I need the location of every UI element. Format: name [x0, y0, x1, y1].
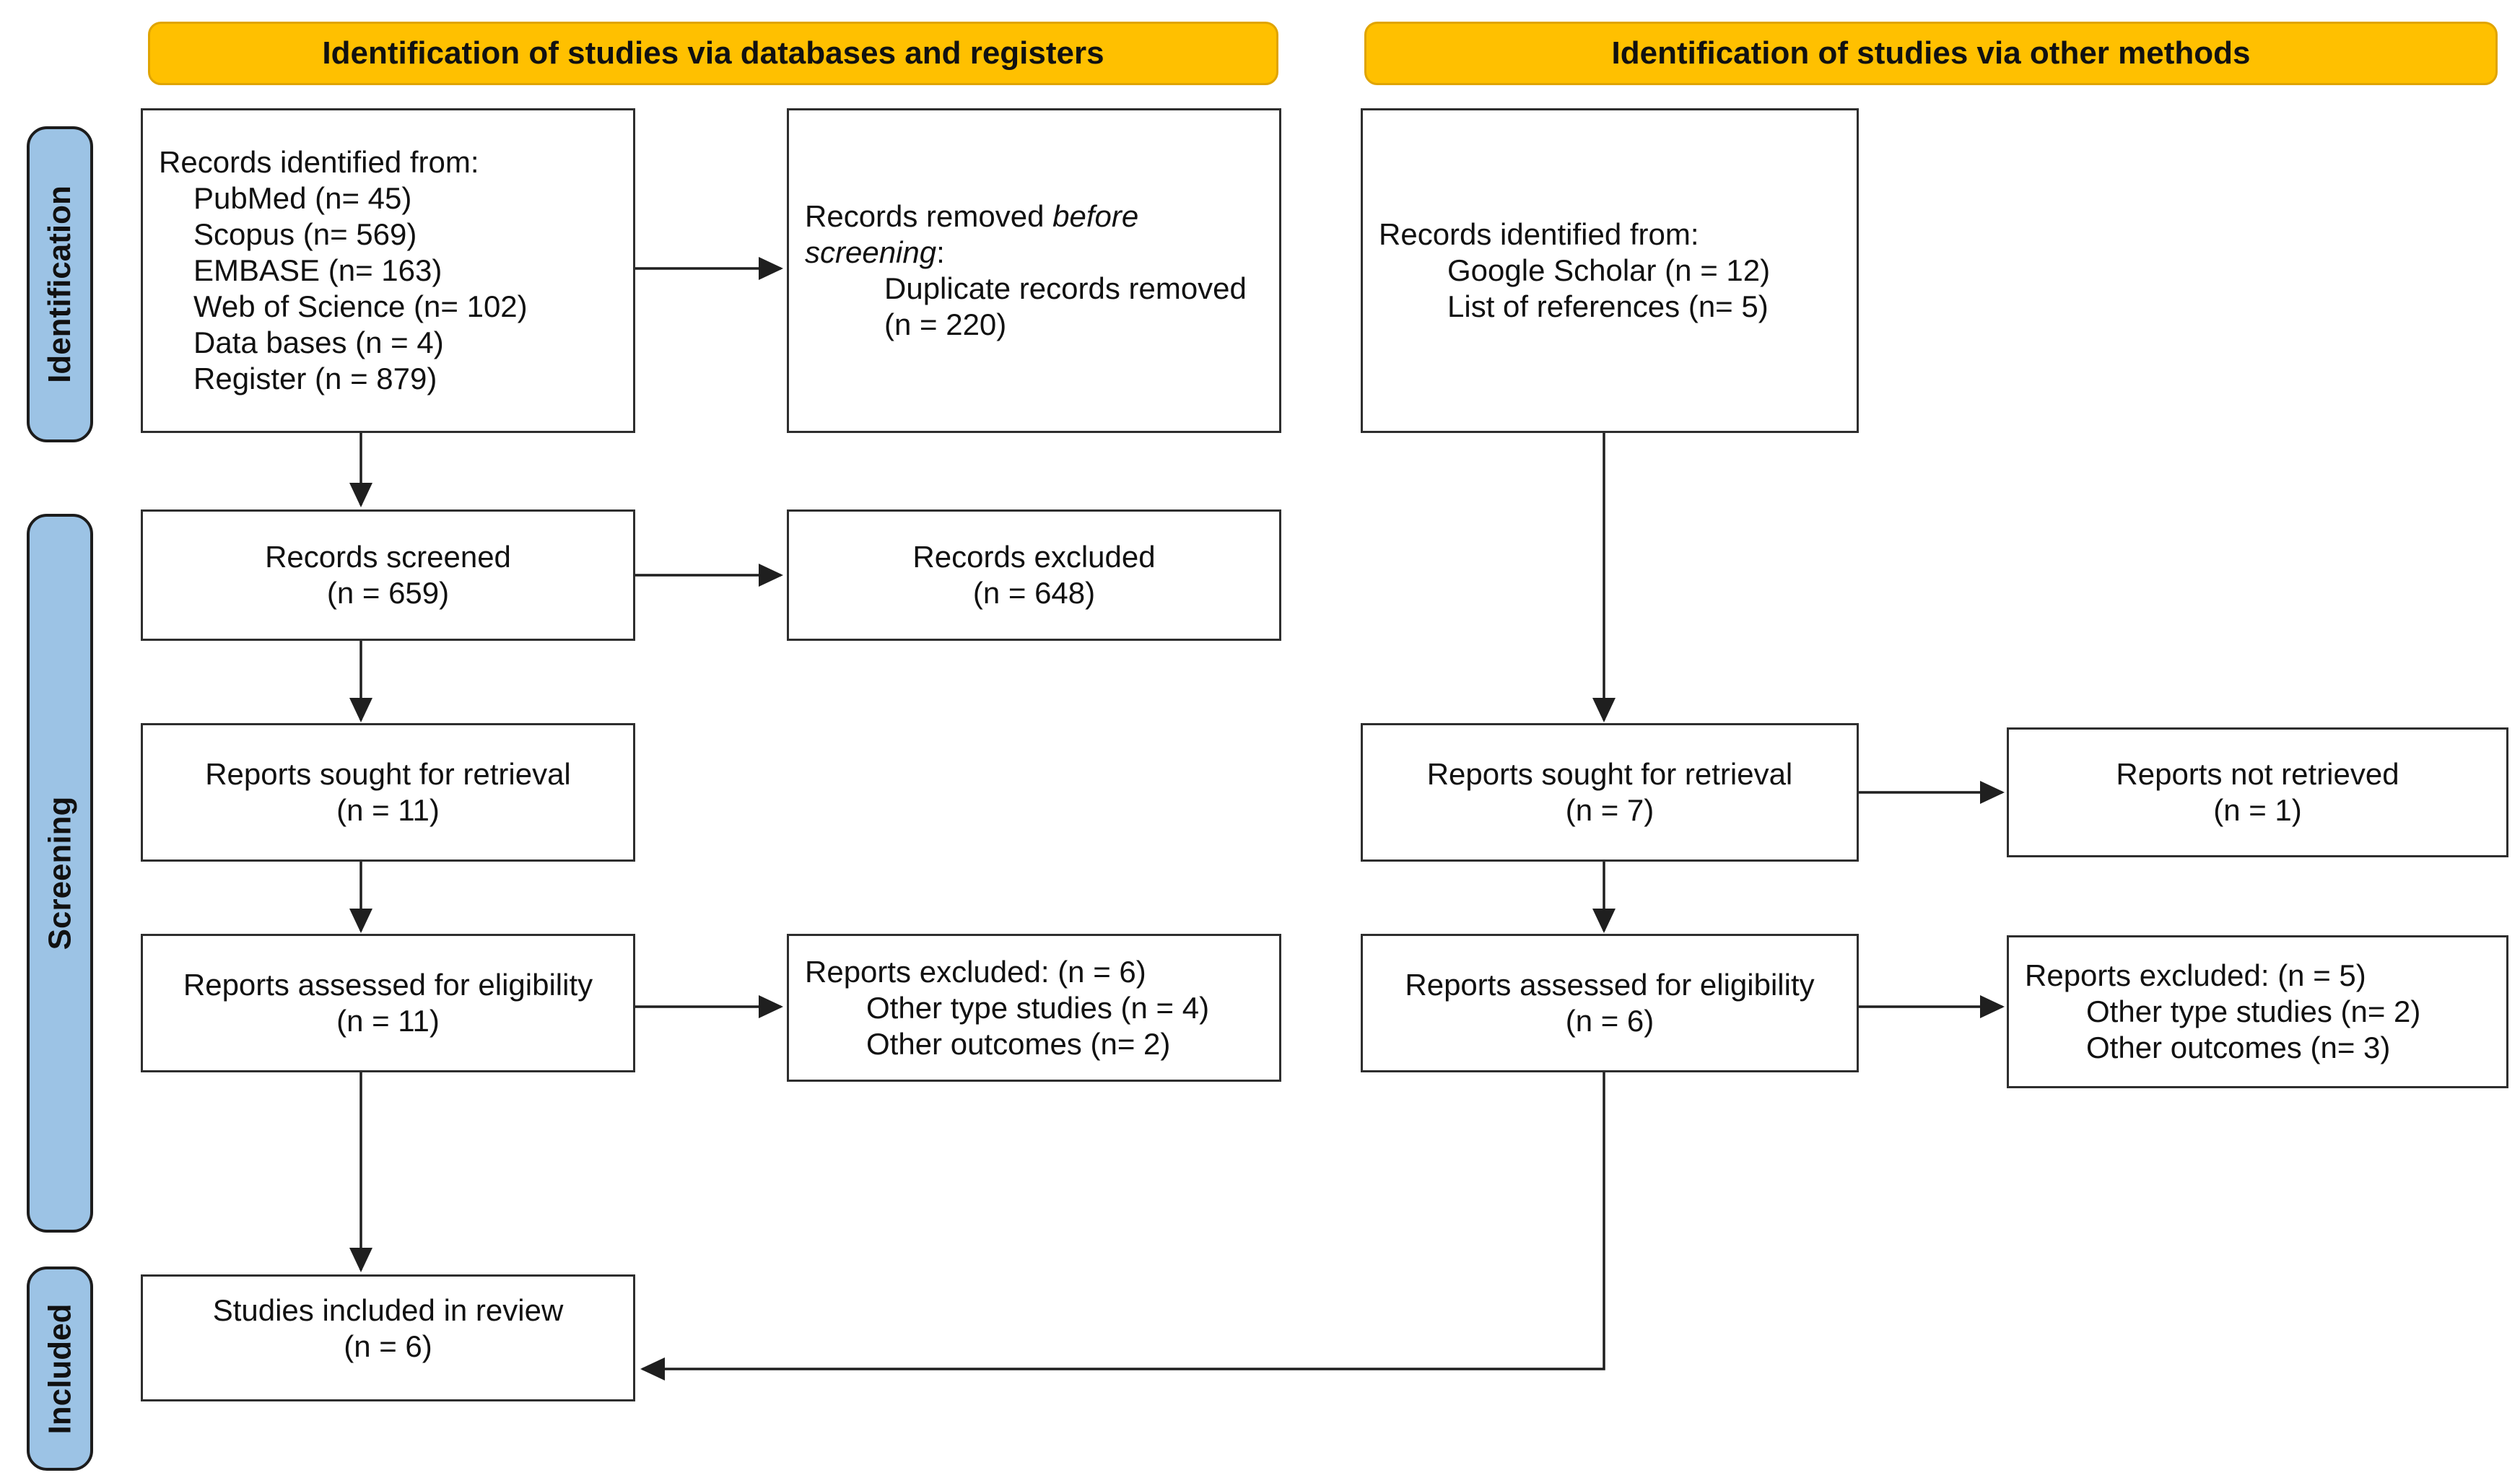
box-records-screened: Records screened (n = 659) [141, 509, 635, 641]
box-reports-sought-other: Reports sought for retrieval (n = 7) [1361, 723, 1859, 862]
source-item: Scopus (n= 569) [193, 217, 417, 251]
box-line: Records excluded [912, 540, 1156, 574]
exclusion-item: Other outcomes (n= 2) [866, 1026, 1171, 1061]
stage-pill-identification: Identification [27, 126, 93, 442]
exclusion-item: Other type studies (n= 2) [2086, 994, 2421, 1028]
removed-item: Duplicate records removed [884, 271, 1247, 305]
box-reports-assessed-databases: Reports assessed for eligibility (n = 11… [141, 934, 635, 1072]
box-line: Reports assessed for eligibility [1405, 968, 1815, 1002]
stage-pill-included: Included [27, 1267, 93, 1471]
source-item: EMBASE (n= 163) [193, 253, 442, 287]
title-regular: Records removed [805, 199, 1053, 233]
box-title: Records identified from: [159, 145, 479, 179]
banner-databases-registers-label: Identification of studies via databases … [322, 35, 1104, 71]
box-count: (n = 11) [336, 1004, 440, 1038]
box-count: (n = 659) [326, 576, 450, 610]
stage-label-identification: Identification [42, 185, 77, 383]
box-count: (n = 6) [344, 1329, 432, 1363]
box-studies-included: Studies included in review (n = 6) [141, 1274, 635, 1401]
box-records-removed: Records removed before screening: Duplic… [787, 108, 1281, 433]
exclusion-item: Other type studies (n = 4) [866, 990, 1210, 1025]
box-reports-excluded-other: Reports excluded: (n = 5) Other type stu… [2007, 935, 2508, 1088]
source-item: Web of Science (n= 102) [193, 289, 528, 323]
box-reports-assessed-other: Reports assessed for eligibility (n = 6) [1361, 934, 1859, 1072]
box-reports-excluded-databases: Reports excluded: (n = 6) Other type stu… [787, 934, 1281, 1082]
box-records-excluded: Records excluded (n = 648) [787, 509, 1281, 641]
stage-label-included: Included [42, 1303, 77, 1434]
box-records-identified-databases: Records identified from: PubMed (n= 45) … [141, 108, 635, 433]
box-line: Reports sought for retrieval [1426, 757, 1793, 791]
box-count: (n = 7) [1565, 793, 1654, 827]
box-line: Records screened [265, 540, 511, 574]
title-regular: : [936, 235, 945, 269]
title-italic: before [1052, 199, 1139, 233]
source-item: List of references (n= 5) [1447, 289, 1769, 323]
stage-label-screening: Screening [42, 796, 77, 950]
box-reports-sought-databases: Reports sought for retrieval (n = 11) [141, 723, 635, 862]
box-title: Records removed before [805, 198, 1272, 235]
exclusion-item: Other outcomes (n= 3) [2086, 1031, 2391, 1064]
box-records-identified-other: Records identified from: Google Scholar … [1361, 108, 1859, 433]
source-item: Google Scholar (n = 12) [1447, 253, 1771, 287]
box-count: (n = 648) [972, 576, 1096, 610]
box-count: (n = 6) [1565, 1004, 1654, 1038]
banner-databases-registers: Identification of studies via databases … [148, 22, 1278, 85]
title-italic: screening [805, 235, 937, 269]
removed-item: (n = 220) [884, 307, 1007, 341]
banner-other-methods-label: Identification of studies via other meth… [1611, 35, 2251, 71]
source-item: PubMed (n= 45) [193, 181, 412, 215]
stage-pill-screening: Screening [27, 514, 93, 1233]
box-title: Reports excluded: (n = 5) [2025, 958, 2366, 992]
box-line: Studies included in review [212, 1293, 564, 1327]
box-count: (n = 1) [2213, 793, 2302, 827]
box-line: Reports not retrieved [2116, 757, 2399, 791]
box-reports-not-retrieved: Reports not retrieved (n = 1) [2007, 727, 2508, 857]
box-title: screening: [805, 235, 1272, 271]
source-item: Data bases (n = 4) [193, 325, 444, 359]
box-title: Records identified from: [1379, 217, 1699, 251]
banner-other-methods: Identification of studies via other meth… [1364, 22, 2498, 85]
box-title: Reports excluded: (n = 6) [805, 954, 1146, 989]
box-count: (n = 11) [336, 793, 440, 827]
source-item: Register (n = 879) [193, 362, 437, 395]
box-line: Reports assessed for eligibility [183, 968, 593, 1002]
box-line: Reports sought for retrieval [205, 757, 571, 791]
arrow-assessed-other-to-included [640, 1072, 1605, 1381]
